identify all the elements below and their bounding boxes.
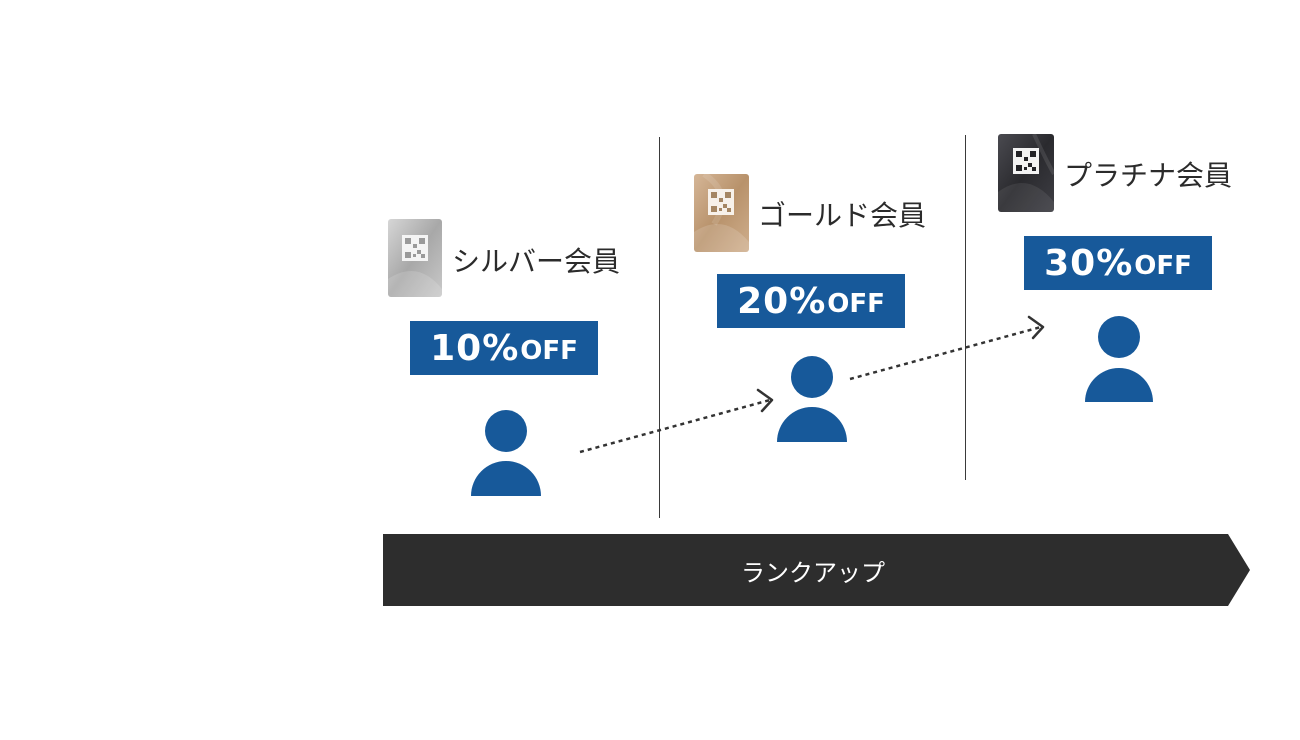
rank-up-label: ランクアップ (741, 558, 885, 587)
tier-divider-2 (965, 135, 966, 480)
gold-card-icon (694, 174, 749, 252)
platinum-card-icon (998, 134, 1054, 212)
tier-divider-1 (659, 137, 660, 518)
discount-off: OFF (827, 288, 885, 319)
tier-label-silver: シルバー会員 (452, 245, 621, 278)
discount-off: OFF (520, 335, 578, 366)
tier-label-gold: ゴールド会員 (758, 199, 927, 232)
person-icon (1085, 316, 1153, 402)
silver-card-icon (388, 219, 442, 297)
arrow-gold-to-platinum (849, 315, 1045, 381)
discount-off: OFF (1134, 250, 1192, 281)
tier-label-platinum: プラチナ会員 (1064, 159, 1233, 192)
discount-badge-platinum: 30%OFF (1024, 236, 1212, 290)
discount-badge-gold: 20%OFF (717, 274, 905, 328)
discount-badge-silver: 10%OFF (410, 321, 598, 375)
arrow-silver-to-gold (579, 388, 774, 454)
discount-percent: 20% (737, 280, 827, 322)
person-icon (777, 356, 847, 442)
discount-percent: 30% (1044, 242, 1134, 284)
rank-up-arrow (383, 534, 1250, 606)
discount-percent: 10% (430, 327, 520, 369)
person-icon (471, 410, 541, 496)
